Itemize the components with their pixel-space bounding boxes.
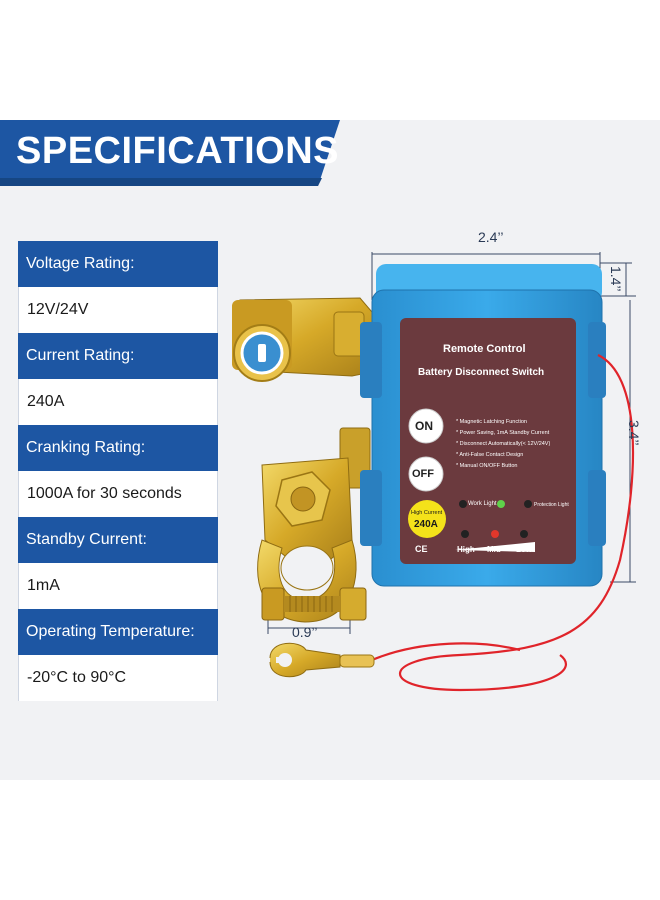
feature-2: * Power Saving, 1mA Standby Current xyxy=(456,430,550,436)
upper-terminal xyxy=(232,297,373,382)
ce-mark: CE xyxy=(415,544,428,554)
specifications-banner xyxy=(0,120,340,186)
dimension-height: 3.4’’ xyxy=(626,420,642,446)
feature-4: * Anti-False Contact Design xyxy=(456,452,524,458)
lower-terminal xyxy=(257,427,371,623)
high-current-badge-line2: 240A xyxy=(414,519,438,530)
dimension-terminal: 0.9’’ xyxy=(292,624,318,640)
red-wire xyxy=(371,354,635,692)
spec-label-voltage: Voltage Rating: xyxy=(18,241,218,287)
ring-terminal-connector xyxy=(269,642,375,678)
work-light-label: Work Light xyxy=(468,501,497,507)
spec-label-standby: Standby Current: xyxy=(18,517,218,563)
panel-title-line2: Battery Disconnect Switch xyxy=(418,367,545,378)
spec-value-current: 240A xyxy=(18,379,218,425)
feature-5: * Manual ON/OFF Button xyxy=(456,463,518,469)
spec-value-standby: 1mA xyxy=(18,563,218,609)
spec-value-temperature: -20°C to 90°C xyxy=(18,655,218,701)
banner-title: SPECIFICATIONS xyxy=(16,130,339,172)
protection-light-label: Protection Light xyxy=(534,502,569,508)
spec-value-cranking: 1000A for 30 seconds xyxy=(18,471,218,517)
level-mid: Mid xyxy=(487,545,501,554)
on-button[interactable]: ON xyxy=(415,419,433,433)
spec-value-voltage: 12V/24V xyxy=(18,287,218,333)
spec-label-current: Current Rating: xyxy=(18,333,218,379)
off-button[interactable]: OFF xyxy=(412,468,434,480)
spec-label-cranking: Cranking Rating: xyxy=(18,425,218,471)
level-high: High xyxy=(457,545,475,554)
feature-1: * Magnetic Latching Function xyxy=(456,419,527,425)
feature-3: * Disconnect Automatically(< 12V/24V) xyxy=(456,441,551,447)
panel-title-line1: Remote Control xyxy=(443,343,526,355)
switch-housing xyxy=(360,264,606,587)
dimension-width: 2.4’’ xyxy=(478,229,504,245)
dimension-depth: 1.4’’ xyxy=(608,266,624,292)
spec-table: Voltage Rating: 12V/24V Current Rating: … xyxy=(18,241,218,701)
high-current-badge-line1: High Current xyxy=(411,510,443,516)
level-low: Low xyxy=(516,545,532,554)
spec-label-temperature: Operating Temperature: xyxy=(18,609,218,655)
